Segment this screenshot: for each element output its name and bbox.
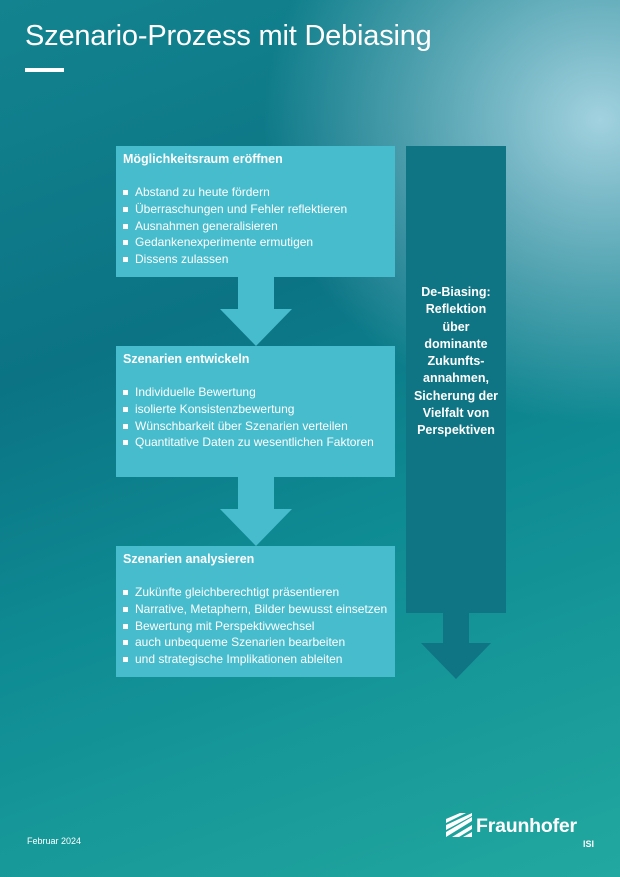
bullet-icon <box>123 640 128 646</box>
list-item: Gedankenexperimente ermutigen <box>123 234 395 251</box>
step-heading: Szenarien entwickeln <box>123 352 250 366</box>
fraunhofer-logo-icon <box>446 813 472 837</box>
step-list: Zukünfte gleichberechtigt präsentieren N… <box>116 584 395 668</box>
logo-subtitle: ISI <box>582 839 594 849</box>
bullet-icon <box>123 657 128 663</box>
step-box-possibility-space: Möglichkeitsraum eröffnen Abstand zu heu… <box>116 146 395 277</box>
list-item: Zukünfte gleichberechtigt präsentieren <box>123 584 395 601</box>
bullet-icon <box>123 206 128 212</box>
list-item: und strategische Implikationen ableiten <box>123 651 395 668</box>
list-item: Dissens zulassen <box>123 251 395 268</box>
step-list: Individuelle Bewertung isolierte Konsist… <box>116 384 395 451</box>
list-item: Überraschungen und Fehler reflektieren <box>123 201 395 218</box>
page-title: Szenario-Prozess mit Debiasing <box>25 20 432 52</box>
list-item: Wünschbarkeit über Szenarien verteilen <box>123 418 395 435</box>
list-item: auch unbequeme Szenarien bearbeiten <box>123 634 395 651</box>
step-box-develop-scenarios: Szenarien entwickeln Individuelle Bewert… <box>116 346 395 477</box>
publication-date: Februar 2024 <box>27 836 82 846</box>
bullet-icon <box>123 590 128 595</box>
list-item: Narrative, Metaphern, Bilder bewusst ein… <box>123 601 395 618</box>
list-item: Ausnahmen generalisieren <box>123 218 395 235</box>
fraunhofer-logo: Fraunhofer ISI <box>446 813 596 853</box>
list-item: isolierte Konsistenzbewertung <box>123 401 395 418</box>
list-item: Quantitative Daten zu wesentlichen Fakto… <box>123 434 395 451</box>
bullet-icon <box>123 406 128 412</box>
step-box-analyze-scenarios: Szenarien analysieren Zukünfte gleichber… <box>116 546 395 677</box>
list-item: Individuelle Bewertung <box>123 384 395 401</box>
bullet-icon <box>123 223 128 229</box>
down-arrow-icon <box>220 477 292 546</box>
bullet-icon <box>123 440 128 446</box>
down-arrow-icon <box>220 277 292 346</box>
step-heading: Möglichkeitsraum eröffnen <box>123 152 283 166</box>
title-underline <box>25 68 64 72</box>
debiasing-panel: De-Biasing: Reflektion über dominante Zu… <box>406 146 506 613</box>
bullet-icon <box>123 390 128 395</box>
bullet-icon <box>123 606 128 612</box>
debiasing-arrow-icon <box>421 613 491 679</box>
logo-wordmark: Fraunhofer <box>476 815 577 837</box>
bullet-icon <box>123 257 128 263</box>
list-item: Bewertung mit Perspektivwechsel <box>123 618 395 635</box>
step-list: Abstand zu heute fördern Überraschungen … <box>116 184 395 268</box>
bullet-icon <box>123 190 128 195</box>
debiasing-text: De-Biasing: Reflektion über dominante Zu… <box>413 285 499 438</box>
bullet-icon <box>123 423 128 429</box>
bullet-icon <box>123 240 128 246</box>
bullet-icon <box>123 623 128 629</box>
list-item: Abstand zu heute fördern <box>123 184 395 201</box>
step-heading: Szenarien analysieren <box>123 552 255 566</box>
